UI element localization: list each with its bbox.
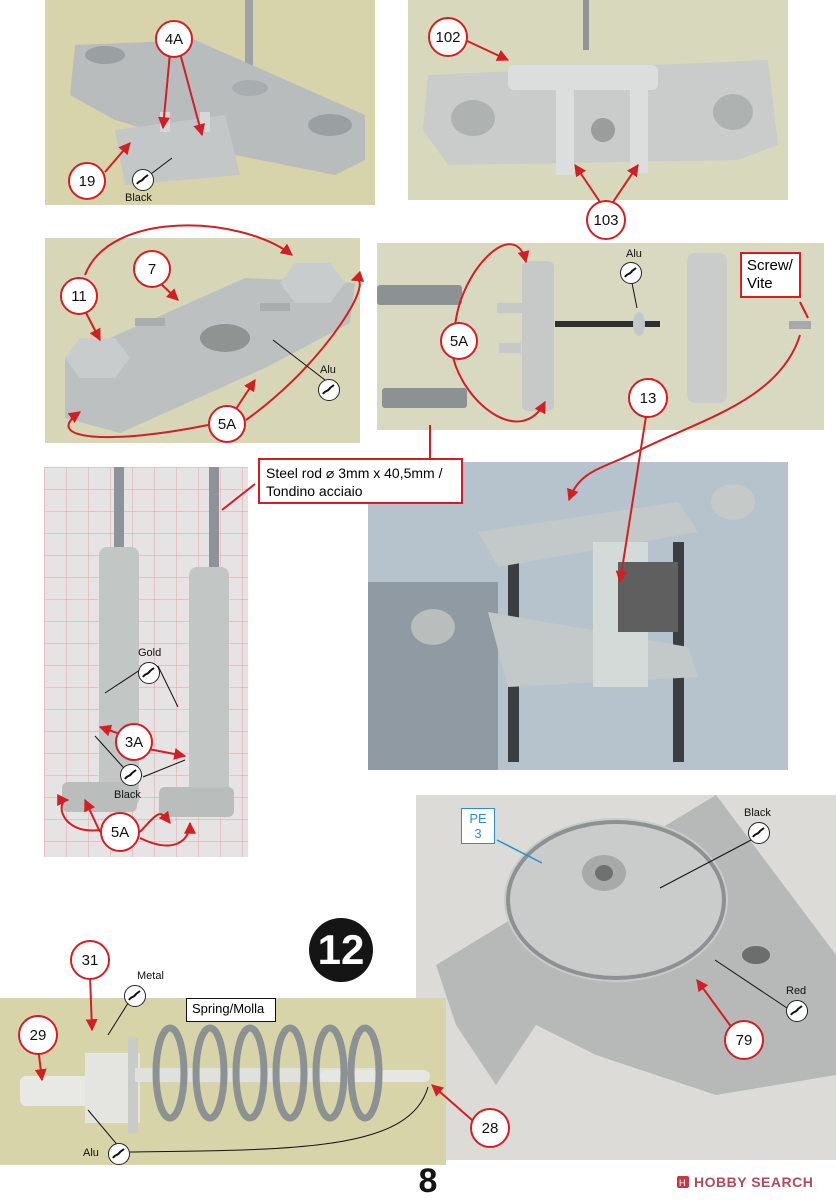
paint-label-gold: Gold (138, 647, 162, 659)
callout-4A: 4A (155, 20, 193, 58)
spring-label-box: Spring/Molla (186, 998, 276, 1022)
page-number: 8 (418, 1162, 438, 1200)
paint-brush-icon (318, 379, 340, 401)
paint-label-black: Black (125, 192, 152, 204)
callout-5A-fork: 5A (100, 812, 140, 852)
pe3-label-box: PE 3 (461, 808, 495, 844)
paint-brush-icon (108, 1143, 130, 1165)
hobby-search-logo-icon: H (677, 1176, 689, 1188)
paint-brush-icon (748, 822, 770, 844)
paint-brush-icon (786, 1000, 808, 1022)
photo-plate-79 (416, 795, 836, 1160)
paint-label-black: Black (744, 807, 771, 819)
callout-29: 29 (18, 1015, 58, 1055)
step-number: 12 (309, 918, 373, 982)
paint-label-black: Black (114, 789, 141, 801)
photo-shock-absorber (0, 998, 446, 1165)
callout-11: 11 (60, 277, 98, 315)
paint-brush-icon (120, 764, 142, 786)
callout-28: 28 (470, 1108, 510, 1148)
callout-13: 13 (628, 378, 668, 418)
callout-5A-mid: 5A (440, 322, 478, 360)
paint-brush-icon (138, 662, 160, 684)
watermark: H HOBBY SEARCH (676, 1172, 813, 1192)
callout-19: 19 (68, 162, 106, 200)
paint-label-alu: Alu (83, 1147, 99, 1159)
watermark-text: HOBBY SEARCH (694, 1174, 814, 1190)
photo-assembled-fork (368, 462, 788, 770)
callout-31: 31 (70, 940, 110, 980)
callout-102: 102 (428, 17, 468, 57)
svg-text:H: H (679, 1178, 686, 1188)
paint-label-alu: Alu (320, 364, 336, 376)
callout-3A: 3A (115, 723, 153, 761)
callout-103: 103 (586, 200, 626, 240)
callout-5A-top: 5A (208, 405, 246, 443)
callout-79: 79 (724, 1020, 764, 1060)
paint-label-alu: Alu (626, 248, 642, 260)
paint-label-metal: Metal (137, 970, 164, 982)
paint-brush-icon (124, 985, 146, 1007)
callout-7: 7 (133, 250, 171, 288)
steel-rod-label-box: Steel rod ⌀ 3mm x 40,5mm / Tondino accia… (258, 458, 463, 504)
screw-label-box: Screw/ Vite (740, 252, 801, 298)
paint-label-red: Red (786, 985, 807, 997)
paint-brush-icon (620, 262, 642, 284)
paint-brush-icon (132, 169, 154, 191)
photo-part-7 (45, 238, 360, 443)
